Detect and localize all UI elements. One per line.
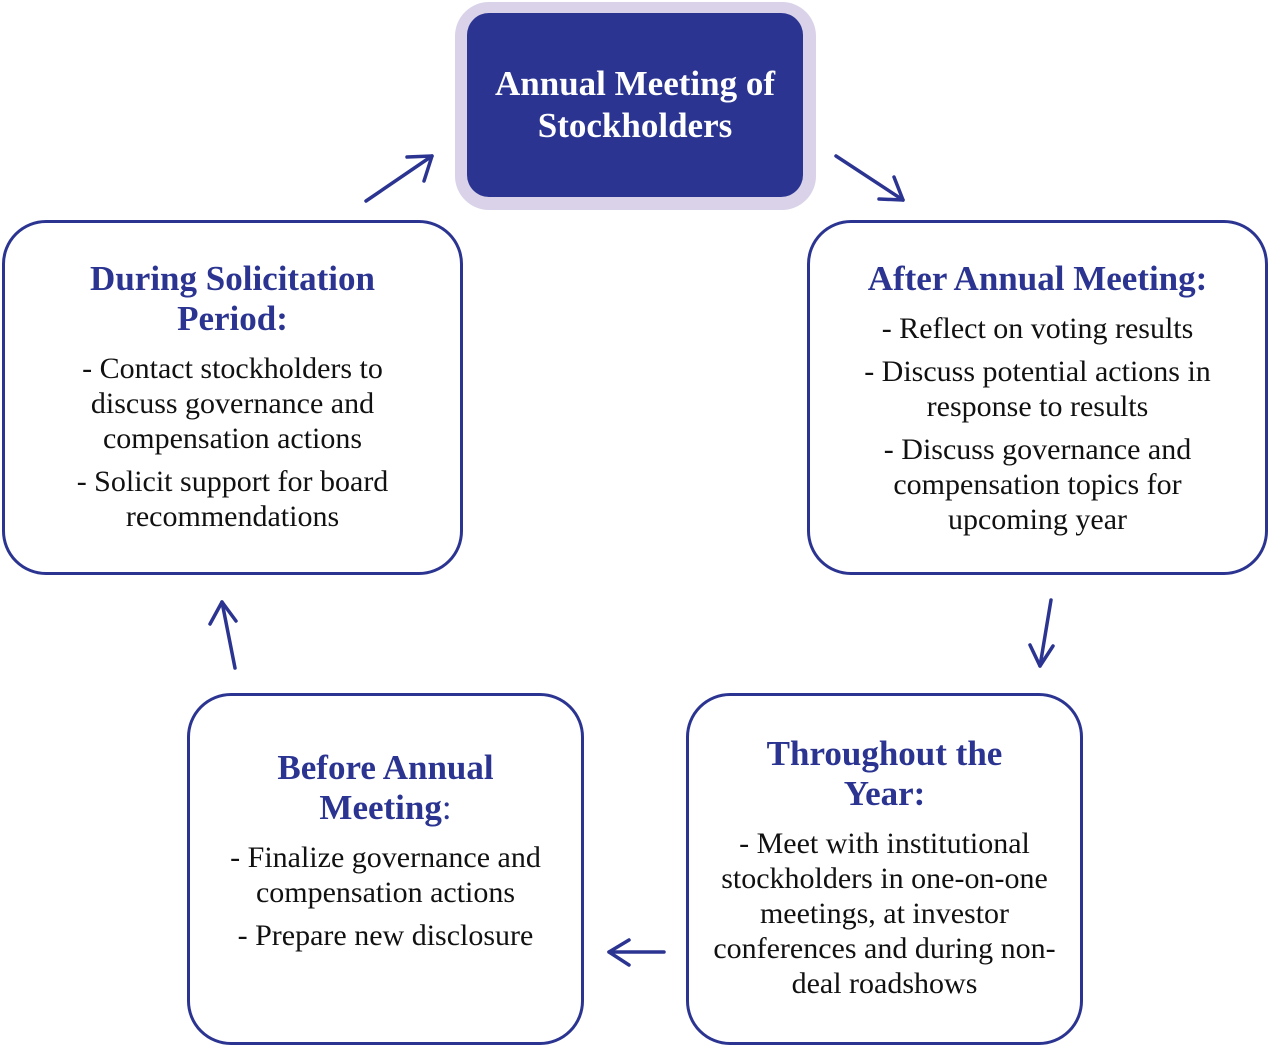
stage-title: Throughout the Year: bbox=[766, 734, 1003, 813]
stage-throughout-the-year: Throughout the Year: - Meet with institu… bbox=[686, 693, 1083, 1045]
arrow-to-throughout-icon bbox=[1028, 598, 1055, 668]
stage-title: After Annual Meeting: bbox=[867, 259, 1208, 298]
stage-title: During Solicitation Period: bbox=[90, 259, 375, 338]
stage-before-annual-meeting: Before Annual Meeting: - Finalize govern… bbox=[187, 693, 584, 1045]
arrow-to-before-icon bbox=[607, 938, 666, 967]
arrow-to-center-icon bbox=[364, 154, 434, 203]
stage-after-annual-meeting: After Annual Meeting: - Reflect on votin… bbox=[807, 220, 1268, 575]
stage-item: - Discuss potential actions in response … bbox=[864, 355, 1211, 423]
arrow-to-solicitation-icon bbox=[208, 600, 238, 670]
arrow-to-after-icon bbox=[834, 154, 905, 202]
stage-item: - Discuss governance and compensation to… bbox=[883, 433, 1192, 536]
center-title: Annual Meeting of Stockholders bbox=[495, 64, 775, 145]
center-highlight: Annual Meeting of Stockholders bbox=[455, 2, 816, 210]
stage-item: - Finalize governance and compensation a… bbox=[230, 841, 541, 909]
stage-item: - Meet with institutional stockholders i… bbox=[713, 827, 1056, 1000]
stage-title-text: Before Annual Meeting bbox=[277, 748, 494, 827]
stage-during-solicitation: During Solicitation Period: - Contact st… bbox=[2, 220, 463, 575]
center-node: Annual Meeting of Stockholders bbox=[467, 13, 803, 197]
stage-item: - Solicit support for board recommendati… bbox=[76, 465, 389, 533]
stage-item: - Reflect on voting results bbox=[881, 312, 1194, 345]
stage-item: - Contact stockholders to discuss govern… bbox=[82, 352, 383, 455]
stage-title: Before Annual Meeting: bbox=[256, 748, 516, 828]
stage-title-suffix: : bbox=[441, 788, 452, 827]
stage-item: - Prepare new disclosure bbox=[237, 919, 534, 952]
